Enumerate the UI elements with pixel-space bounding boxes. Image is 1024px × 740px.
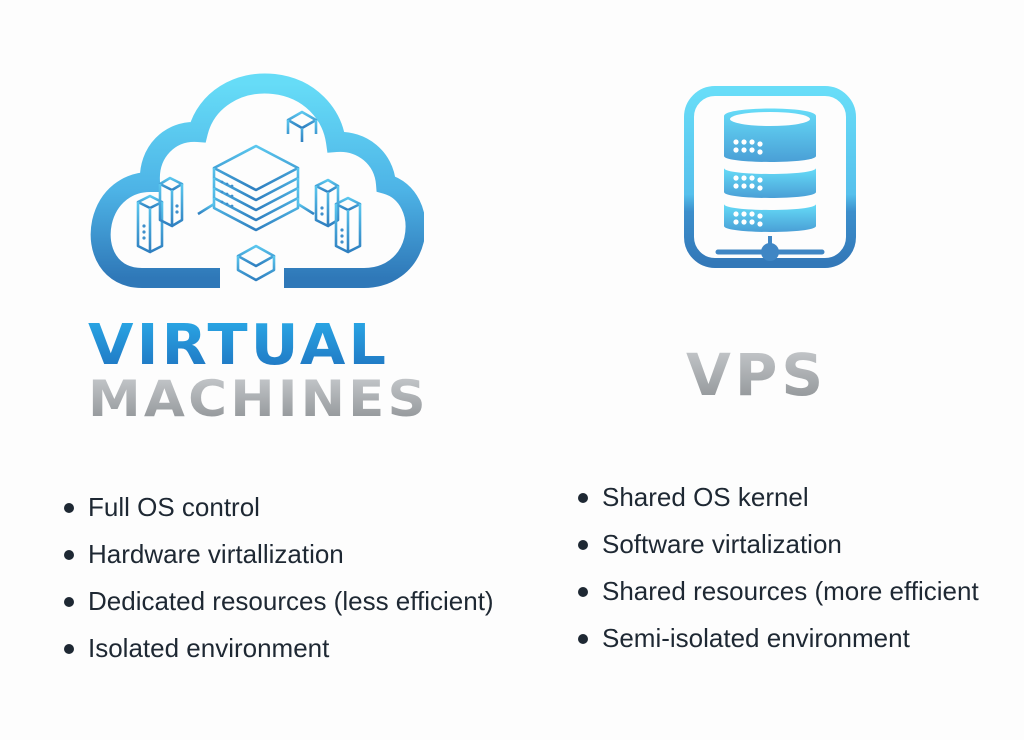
vps-title: VPS — [686, 341, 828, 409]
feature-text: Semi-isolated environment — [602, 623, 910, 653]
feature-text: Shared resources (more efficient — [602, 576, 979, 606]
vm-feature-list: Full OS control Hardware virtallization … — [62, 492, 494, 680]
bullet-icon — [64, 503, 74, 513]
bullet-icon — [64, 550, 74, 560]
bullet-icon — [578, 540, 588, 550]
cloud-servers-icon — [90, 73, 424, 288]
list-item: Isolated environment — [62, 633, 494, 680]
database-server-icon — [684, 86, 856, 268]
bullet-icon — [64, 644, 74, 654]
vps-feature-list: Shared OS kernel Software virtalization … — [576, 482, 979, 670]
bullet-icon — [578, 587, 588, 597]
vm-title-line2: MACHINES — [88, 370, 429, 428]
list-item: Full OS control — [62, 492, 494, 539]
list-item: Hardware virtallization — [62, 539, 494, 586]
feature-text: Software virtalization — [602, 529, 842, 559]
list-item: Software virtalization — [576, 529, 979, 576]
vm-title-line1: VIRTUAL — [88, 313, 390, 378]
bullet-icon — [578, 493, 588, 503]
feature-text: Dedicated resources (less efficient) — [88, 586, 494, 616]
feature-text: Shared OS kernel — [602, 482, 809, 512]
list-item: Dedicated resources (less efficient) — [62, 586, 494, 633]
list-item: Shared resources (more efficient — [576, 576, 979, 623]
list-item: Semi-isolated environment — [576, 623, 979, 670]
bullet-icon — [64, 597, 74, 607]
feature-text: Hardware virtallization — [88, 539, 344, 569]
feature-text: Isolated environment — [88, 633, 330, 663]
bullet-icon — [578, 634, 588, 644]
list-item: Shared OS kernel — [576, 482, 979, 529]
feature-text: Full OS control — [88, 492, 260, 522]
